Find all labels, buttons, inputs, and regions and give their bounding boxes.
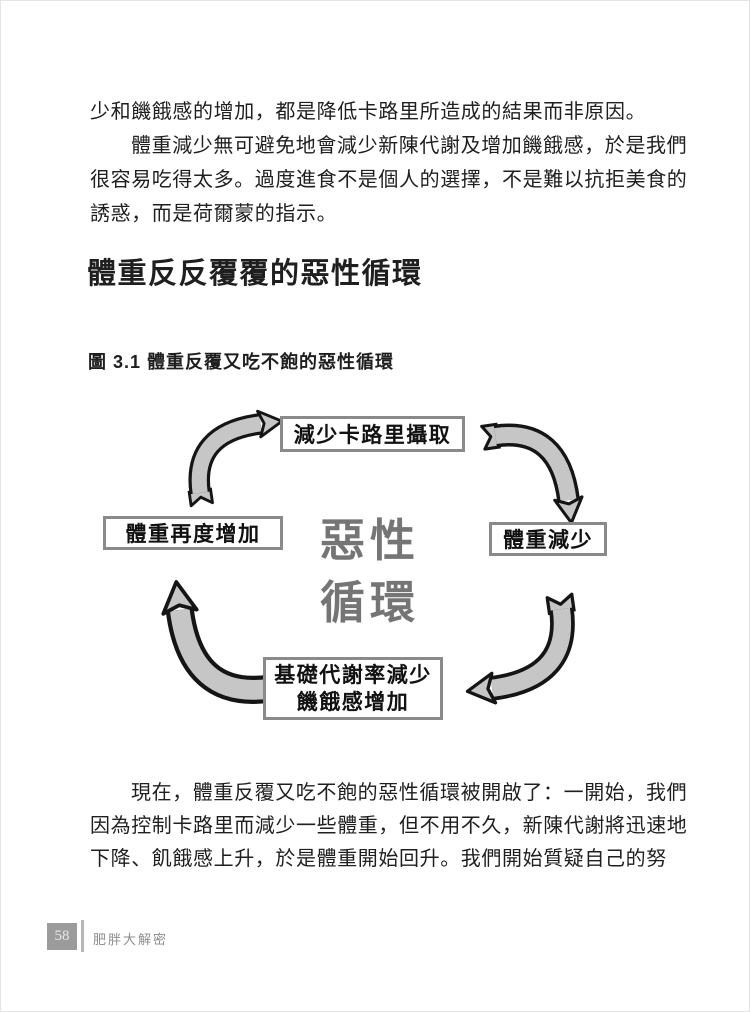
paragraph-line: 下降、飢餓感上升，於是體重開始回升。我們開始質疑自己的努 xyxy=(90,848,667,870)
cycle-arrow-top-left-icon xyxy=(187,409,284,508)
paragraph-line: 現在，體重反覆又吃不飽的惡性循環被開啟了：一開始，我們 xyxy=(131,782,688,804)
paragraph-line: 體重減少無可避免地會減少新陳代謝及增加饑餓感，於是我們 xyxy=(131,135,688,157)
section-heading: 體重反反覆覆的惡性循環 xyxy=(87,258,423,290)
page-number-badge: 58 xyxy=(47,923,77,950)
figure-caption: 圖 3.1 體重反覆又吃不飽的惡性循環 xyxy=(88,352,395,372)
paragraph-top: 少和饑餓感的增加，都是降低卡路里所造成的結果而非原因。 體重減少無可避免地會減少… xyxy=(90,95,688,231)
paragraph-line: 很容易吃得太多。過度進食不是個人的選擇，不是難以抗拒美食的 xyxy=(90,169,688,191)
paragraph-bottom: 現在，體重反覆又吃不飽的惡性循環被開啟了：一開始，我們 因為控制卡路里而減少一些… xyxy=(90,777,688,876)
diagram-box-line: 基礎代謝率減少 xyxy=(274,663,432,687)
paragraph-line: 因為控制卡路里而減少一些體重，但不用不久，新陳代謝將迅速地 xyxy=(90,815,688,837)
diagram-box-reduce-calories: 減少卡路里攝取 xyxy=(280,416,465,452)
diagram-box-line: 饑餓感增加 xyxy=(296,690,410,714)
paragraph-line: 少和饑餓感的增加，都是降低卡路里所造成的結果而非原因。 xyxy=(90,101,647,123)
diagram-box-weight-regain: 體重再度增加 xyxy=(103,516,283,550)
diagram-box-weight-loss: 體重減少 xyxy=(489,522,607,556)
paragraph-line: 誘惑，而是荷爾蒙的指示。 xyxy=(90,203,338,225)
footer-book-title: 肥胖大解密 xyxy=(93,932,169,947)
diagram-center-label: 惡性 循環 xyxy=(300,510,440,634)
diagram-center-line: 惡性 xyxy=(319,515,420,566)
diagram-box-metabolism-hunger: 基礎代謝率減少 饑餓感增加 xyxy=(263,657,443,720)
diagram-center-line: 循環 xyxy=(319,577,420,628)
footer-divider xyxy=(81,920,84,952)
cycle-arrow-bottom-right-icon xyxy=(465,592,576,705)
cycle-arrow-top-right-icon xyxy=(480,422,584,525)
